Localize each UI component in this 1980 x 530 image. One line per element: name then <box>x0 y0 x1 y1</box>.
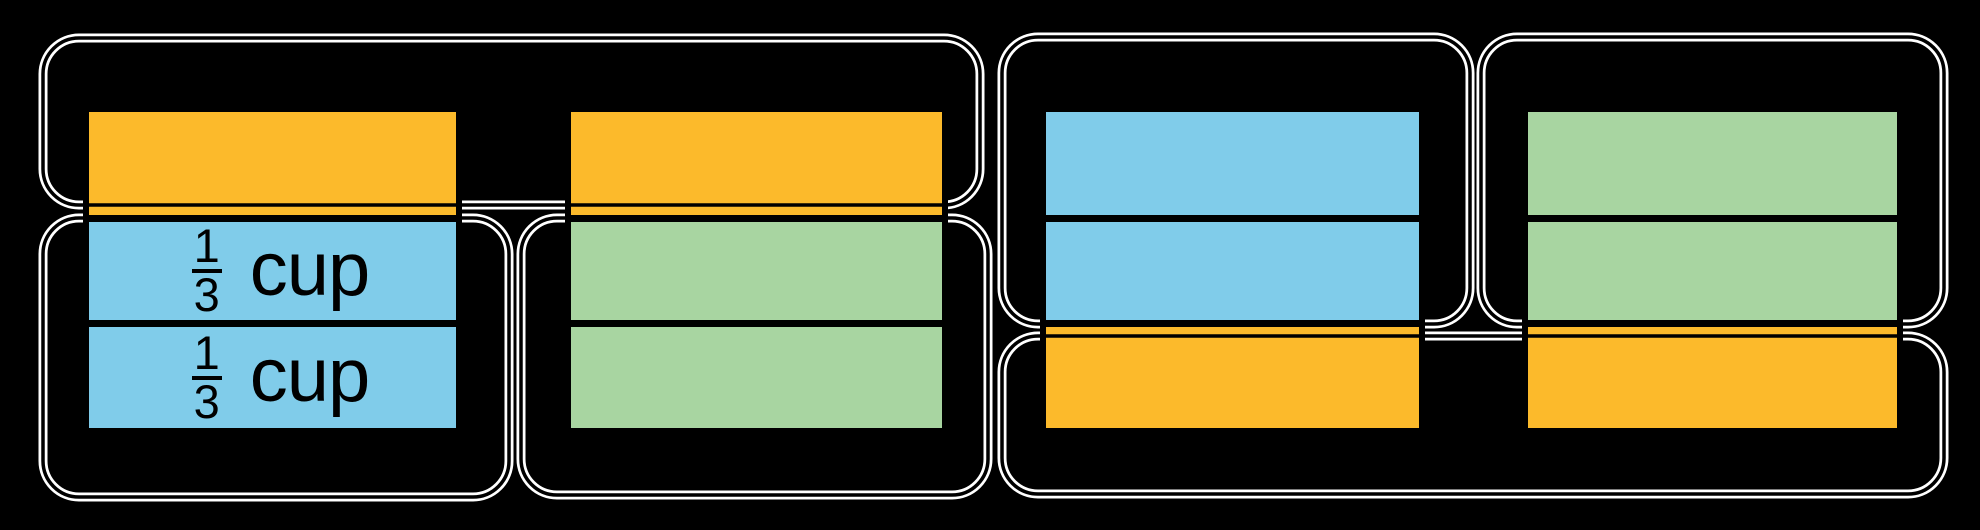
stack-4-section-2 <box>1528 222 1897 320</box>
fraction-denominator: 3 <box>193 374 220 428</box>
stack-2-section-2 <box>571 222 942 320</box>
stack-1-section-3: 1 3 cup <box>89 327 456 428</box>
fraction-one-third: 1 3 <box>191 325 222 428</box>
stack-1-section-1 <box>89 112 456 215</box>
unit-cup: cup <box>249 226 371 312</box>
fraction-numerator: 1 <box>193 219 220 273</box>
stack-1-section-2: 1 3 cup <box>89 222 456 320</box>
stack-4-section-1 <box>1528 112 1897 215</box>
stack-1: 1 3 cup 1 3 cup <box>83 106 462 434</box>
fraction-denominator: 3 <box>193 268 220 321</box>
stack-3-section-2 <box>1046 222 1419 320</box>
third-cup-label: 1 3 cup <box>97 327 464 428</box>
fraction-one-third: 1 3 <box>191 219 222 321</box>
stack-3-section-3 <box>1046 327 1419 428</box>
fraction-numerator: 1 <box>193 325 220 379</box>
stack-2-section-3 <box>571 327 942 428</box>
stack-2-section-1 <box>571 112 942 215</box>
unit-cup: cup <box>249 333 371 419</box>
stack-4 <box>1522 106 1903 434</box>
stack-3-section-1 <box>1046 112 1419 215</box>
stack-3 <box>1040 106 1425 434</box>
stack-2 <box>565 106 948 434</box>
third-cup-label: 1 3 cup <box>97 222 464 320</box>
stack-4-section-3 <box>1528 327 1897 428</box>
